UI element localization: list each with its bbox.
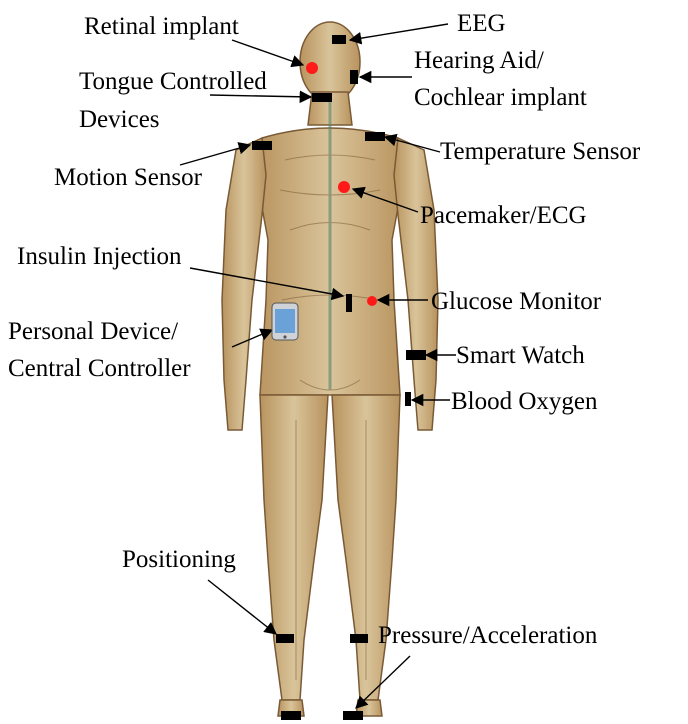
label-tongue-line2: Devices (79, 106, 160, 133)
smartphone-icon (272, 303, 298, 340)
label-motion-sensor: Motion Sensor (54, 164, 202, 191)
motion-sensor-icon (252, 141, 272, 150)
label-positioning: Positioning (122, 546, 236, 573)
label-personal-line1: Personal Device/ (8, 318, 178, 345)
foot-sensor-right-icon (343, 711, 363, 720)
glucose-monitor-dot-icon (367, 296, 377, 306)
foot-sensor-left-icon (281, 711, 301, 720)
label-personal-line2: Central Controller (8, 355, 191, 382)
pressure-sensor-upper-icon (350, 634, 368, 643)
arrow-eeg (350, 24, 448, 40)
arrow-tongue (210, 95, 311, 97)
label-pressure: Pressure/Acceleration (378, 622, 597, 649)
label-blood-oxygen: Blood Oxygen (451, 388, 598, 415)
tongue-device-sensor-icon (312, 93, 332, 102)
label-hearing-line1: Hearing Aid/ (414, 47, 544, 74)
arrow-retinal (232, 40, 303, 65)
retinal-implant-dot-icon (306, 62, 318, 74)
arrow-positioning (208, 580, 276, 634)
hearing-aid-sensor-icon (350, 70, 358, 84)
left-arm (222, 138, 266, 430)
left-leg (260, 395, 328, 700)
label-pacemaker: Pacemaker/ECG (420, 202, 587, 229)
label-smart-watch: Smart Watch (456, 342, 585, 369)
label-retinal-implant: Retinal implant (84, 13, 239, 40)
label-hearing-line2: Cochlear implant (414, 84, 587, 111)
head (300, 22, 360, 102)
label-insulin: Insulin Injection (17, 243, 182, 270)
pacemaker-dot-icon (338, 181, 350, 193)
eeg-sensor-icon (332, 35, 346, 44)
label-glucose: Glucose Monitor (431, 288, 601, 315)
blood-oxygen-sensor-icon (405, 392, 411, 406)
positioning-sensor-icon (276, 634, 294, 643)
temperature-sensor-icon (365, 132, 385, 141)
right-arm (394, 138, 438, 430)
insulin-injector-icon (346, 294, 352, 312)
label-eeg: EEG (457, 10, 506, 37)
label-tongue-line1: Tongue Controlled (79, 68, 267, 95)
label-temperature-sensor: Temperature Sensor (440, 138, 640, 165)
smart-watch-icon (406, 350, 426, 360)
